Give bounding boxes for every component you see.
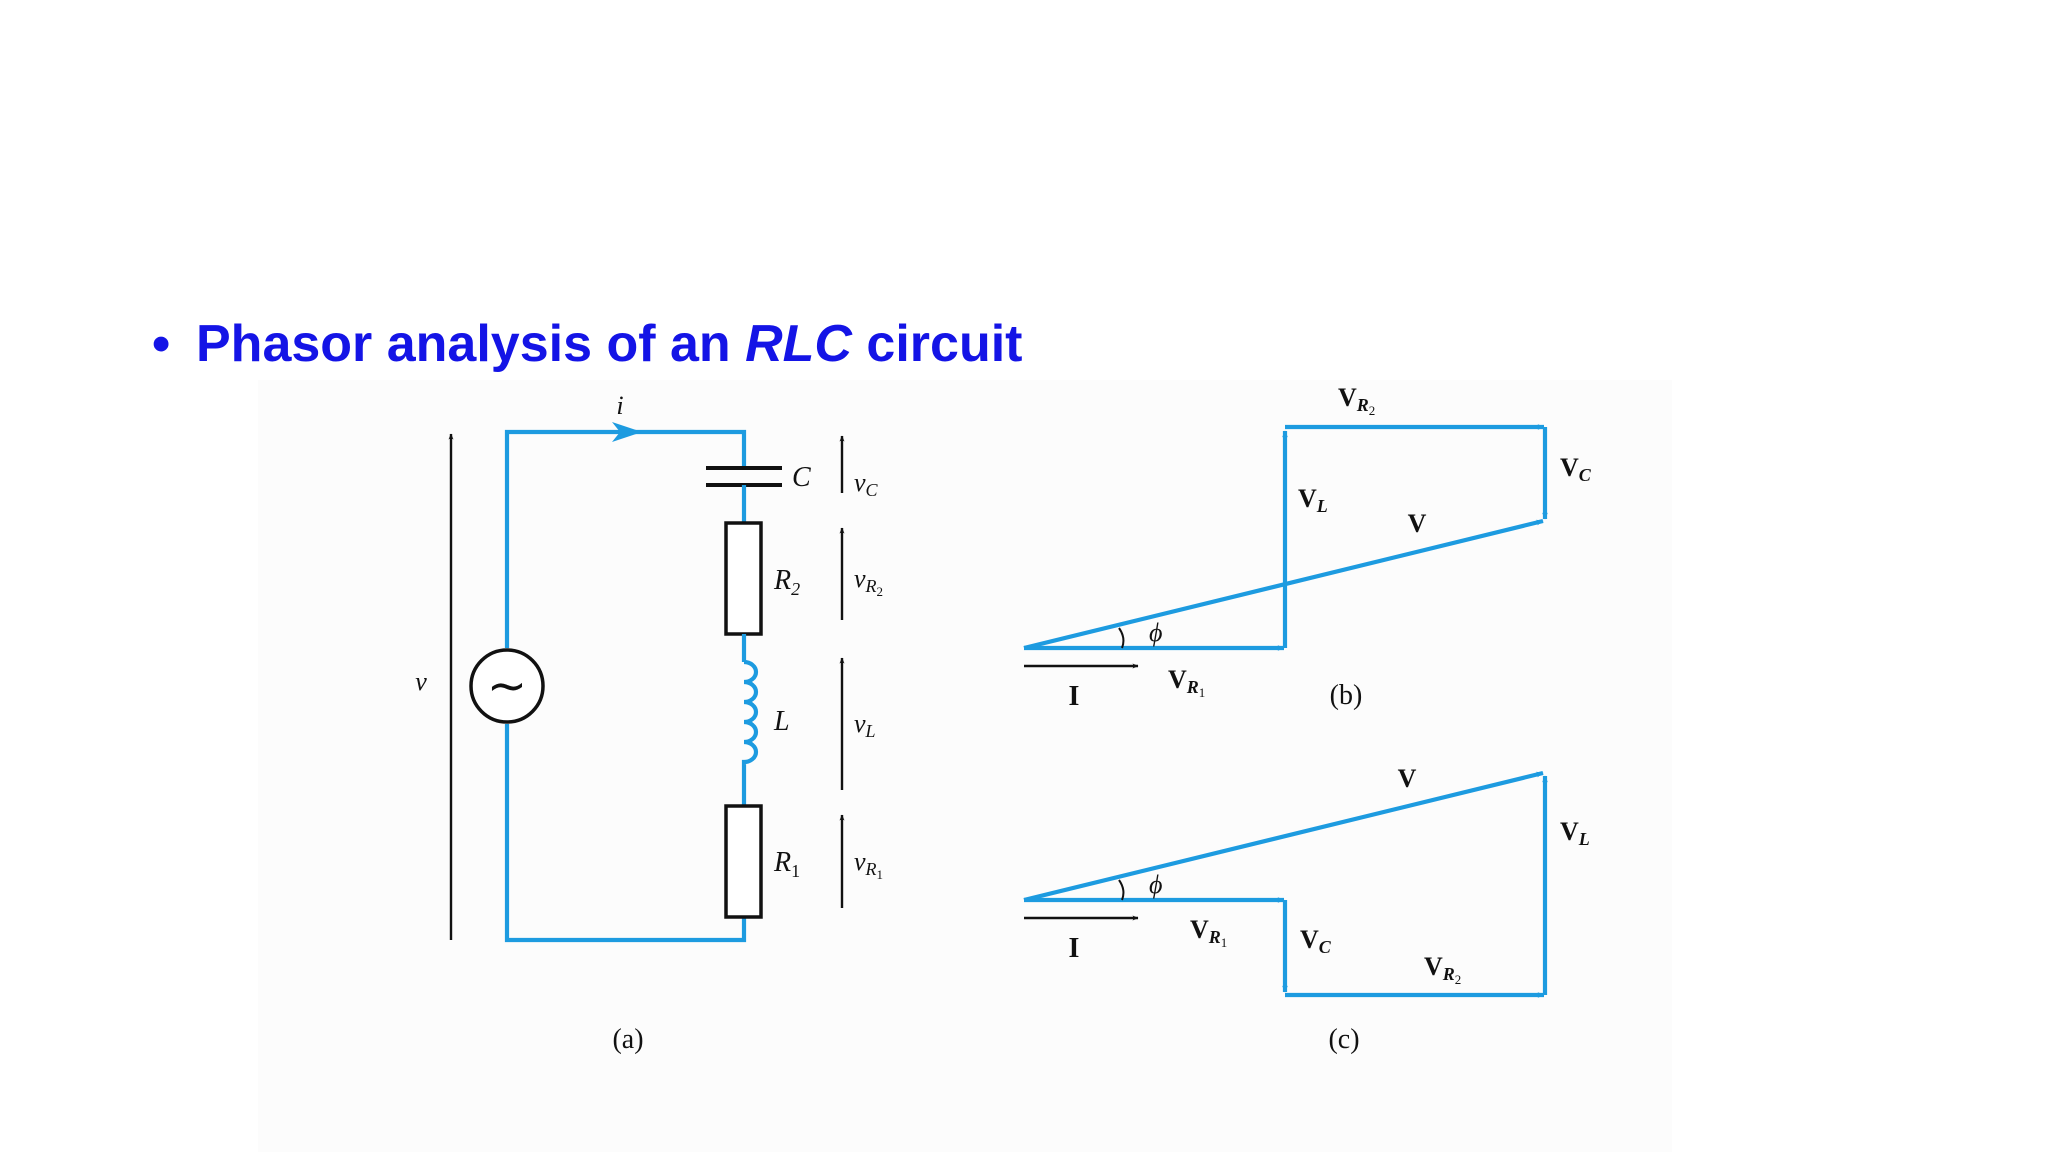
phasor-c-v-label: V <box>1398 764 1417 793</box>
wire-bottom <box>504 724 747 943</box>
bullet-icon: • <box>152 315 171 373</box>
current-label: i <box>616 391 623 420</box>
vl-label: vL <box>854 709 876 741</box>
phasor-b-v-label: V <box>1408 509 1427 538</box>
phasor-c-v <box>1023 770 1544 903</box>
caption-c: (c) <box>1328 1024 1359 1055</box>
title-text-start: Phasor analysis of an <box>196 315 746 373</box>
slide-title: • Phasor analysis of an RLC circuit <box>152 308 1022 380</box>
phasor-c-vr1-label: VR1 <box>1190 915 1227 950</box>
title-text-end: circuit <box>851 315 1023 373</box>
current-arrow-icon <box>612 422 642 442</box>
resistor-r2 <box>724 521 763 636</box>
inductor-coil <box>741 659 759 806</box>
phasor-diagram-b: I ϕ VR1 VL VR2 VC V (b) <box>1023 383 1592 712</box>
phasor-b-vl-label: VL <box>1298 484 1328 516</box>
phasor-c-angle-arc <box>1118 879 1125 901</box>
phasor-c-vl-label: VL <box>1560 817 1590 849</box>
phasor-b-v <box>1023 518 1544 651</box>
phasor-b-i-label: I <box>1069 681 1080 712</box>
ac-source-icon <box>469 648 545 724</box>
vr1-label: vR1 <box>854 847 883 882</box>
resistor-r1 <box>724 804 763 919</box>
phasor-c-vr2-label: VR2 <box>1424 952 1461 987</box>
resistor-r1-label: R1 <box>773 847 800 881</box>
resistor-r2-label: R2 <box>773 565 800 599</box>
inductor-label: L <box>773 706 790 737</box>
phasor-b-vr1-label: VR1 <box>1168 665 1205 700</box>
phasor-b-vc-label: VC <box>1560 453 1592 485</box>
phasor-b-phi-label: ϕ <box>1149 618 1162 647</box>
phasor-c-vc-label: VC <box>1300 925 1332 957</box>
phasor-b-angle-arc <box>1118 627 1125 649</box>
caption-a: (a) <box>612 1024 643 1055</box>
phasor-c-i-label: I <box>1069 933 1080 964</box>
title-text-rlc: RLC <box>745 315 852 373</box>
capacitor-label: C <box>792 462 811 493</box>
source-voltage-label: v <box>415 667 427 696</box>
vr2-label: vR2 <box>854 564 883 599</box>
phasor-diagram-c: I ϕ VR1 VC VR2 VL V (c) <box>1023 764 1590 1055</box>
circuit-diagram: i ∼ v C R2 L R1 vC <box>415 391 883 1055</box>
phasor-b-vr2-label: VR2 <box>1338 383 1375 418</box>
figure-backdrop <box>258 380 1672 1152</box>
phasor-c-phi-label: ϕ <box>1149 870 1162 899</box>
caption-b: (b) <box>1330 680 1363 711</box>
ac-source-symbol: ∼ <box>487 660 527 713</box>
vc-label: vC <box>854 468 879 500</box>
